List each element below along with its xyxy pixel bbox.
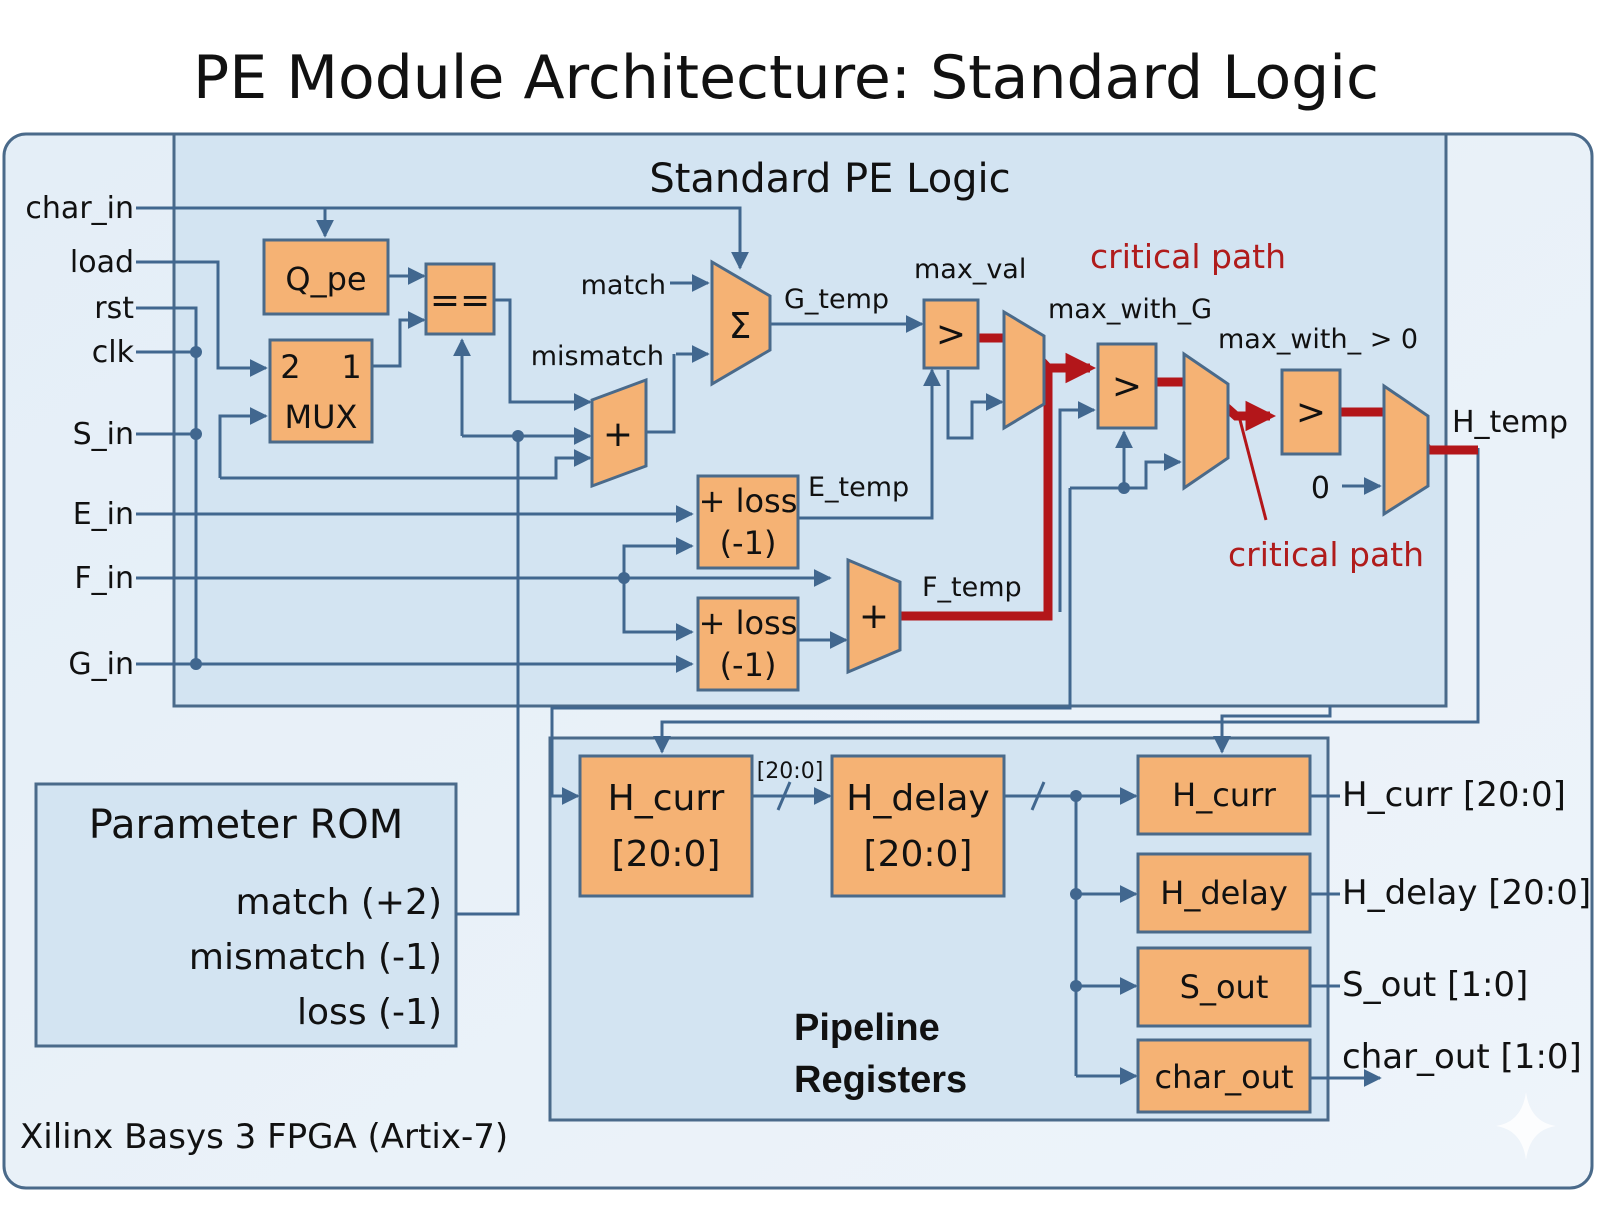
signal-e-temp: E_temp — [808, 472, 909, 503]
out-char-out-register: char_out — [1136, 1038, 1312, 1114]
output-h-delay: H_delay [20:0] — [1342, 873, 1591, 913]
out-h-curr-register: H_curr — [1136, 754, 1312, 836]
h-delay-reg-label: H_delay — [846, 778, 989, 819]
output-char-out: char_out [1:0] — [1342, 1037, 1582, 1077]
f-adder-label: + — [859, 596, 889, 637]
loss-f-label: + loss — [699, 604, 798, 642]
param-loss: loss (-1) — [297, 992, 442, 1033]
junctions — [190, 346, 1130, 992]
h-curr-register: H_curr [20:0] — [578, 754, 754, 898]
sum-block: Σ — [710, 259, 772, 387]
input-rst: rst — [94, 291, 134, 326]
signal-f-temp: F_temp — [922, 572, 1022, 603]
param-mismatch: mismatch (-1) — [189, 937, 442, 978]
mux-label: MUX — [285, 398, 358, 436]
mux-1 — [1002, 309, 1046, 431]
param-match: match (+2) — [236, 882, 442, 923]
input-clk: clk — [92, 335, 135, 370]
comparator-1: > — [922, 298, 980, 370]
h-delay-reg-width: [20:0] — [864, 834, 973, 875]
match-adder-label: + — [603, 414, 633, 455]
input-load: load — [70, 245, 134, 280]
mux-2 — [1182, 351, 1230, 491]
signal-match: match — [581, 270, 666, 301]
signal-h-temp: H_temp — [1452, 405, 1568, 440]
input-g-in: G_in — [68, 647, 134, 682]
loss-e-value: (-1) — [720, 524, 777, 562]
h-curr-reg-width: [20:0] — [612, 834, 721, 875]
critical-path-label-bottom: critical path — [1228, 535, 1424, 574]
sparkle-icon — [1496, 1092, 1556, 1160]
equals-label: == — [430, 280, 490, 321]
mux-3 — [1382, 383, 1430, 517]
match-adder: + — [590, 377, 648, 489]
critical-path-label-top: critical path — [1090, 237, 1286, 276]
input-e-in: E_in — [73, 497, 134, 532]
bus-width-label: [20:0] — [757, 759, 824, 784]
out-h-delay-register: H_delay — [1136, 852, 1312, 934]
input-s-in: S_in — [73, 417, 134, 452]
out-h-delay-label: H_delay — [1160, 874, 1288, 912]
signal-max-with-gt0: max_with_ > 0 — [1218, 324, 1418, 355]
comparator-2-label: > — [1112, 366, 1142, 407]
parameter-rom — [34, 782, 458, 1048]
sum-label: Σ — [729, 306, 752, 347]
pipeline-title-line2: Registers — [794, 1059, 967, 1101]
comparator-1-label: > — [936, 314, 966, 355]
comparator-3: > — [1280, 368, 1342, 456]
pipeline-title-line1: Pipeline — [794, 1007, 940, 1049]
output-s-out: S_out [1:0] — [1342, 965, 1528, 1005]
out-char-out-label: char_out — [1154, 1058, 1293, 1096]
q-pe-block: Q_pe — [262, 238, 390, 316]
fpga-label: Xilinx Basys 3 FPGA (Artix-7) — [20, 1117, 508, 1157]
input-f-in: F_in — [74, 561, 134, 596]
f-adder: + — [846, 557, 902, 675]
mux-block: 2 1 MUX — [268, 338, 374, 444]
loss-f-value: (-1) — [720, 646, 777, 684]
input-char-in: char_in — [25, 191, 134, 226]
parameter-rom-title: Parameter ROM — [89, 802, 404, 848]
comparator-2: > — [1096, 342, 1158, 430]
page-title: PE Module Architecture: Standard Logic — [193, 43, 1379, 113]
loss-e-block: + loss (-1) — [696, 474, 800, 570]
out-s-out-label: S_out — [1180, 968, 1269, 1006]
comparator-3-label: > — [1296, 392, 1326, 433]
out-h-curr-label: H_curr — [1172, 776, 1277, 814]
h-delay-register: H_delay [20:0] — [830, 754, 1006, 898]
wires — [136, 206, 1480, 1087]
h-curr-reg-label: H_curr — [608, 778, 725, 819]
loss-f-block: + loss (-1) — [696, 596, 800, 692]
output-h-curr: H_curr [20:0] — [1342, 775, 1566, 815]
loss-e-label: + loss — [699, 482, 798, 520]
standard-logic-title: Standard PE Logic — [649, 156, 1010, 202]
signal-mismatch: mismatch — [531, 341, 664, 372]
out-s-out-register: S_out — [1136, 946, 1312, 1028]
mux-inputs-label: 2 1 — [280, 348, 361, 386]
signal-max-val: max_val — [914, 254, 1026, 285]
equals-comparator: == — [424, 262, 496, 336]
signal-max-with-g: max_with_G — [1048, 294, 1212, 325]
signal-g-temp: G_temp — [784, 284, 889, 315]
q-pe-label: Q_pe — [285, 260, 366, 298]
signal-zero: 0 — [1311, 471, 1330, 506]
